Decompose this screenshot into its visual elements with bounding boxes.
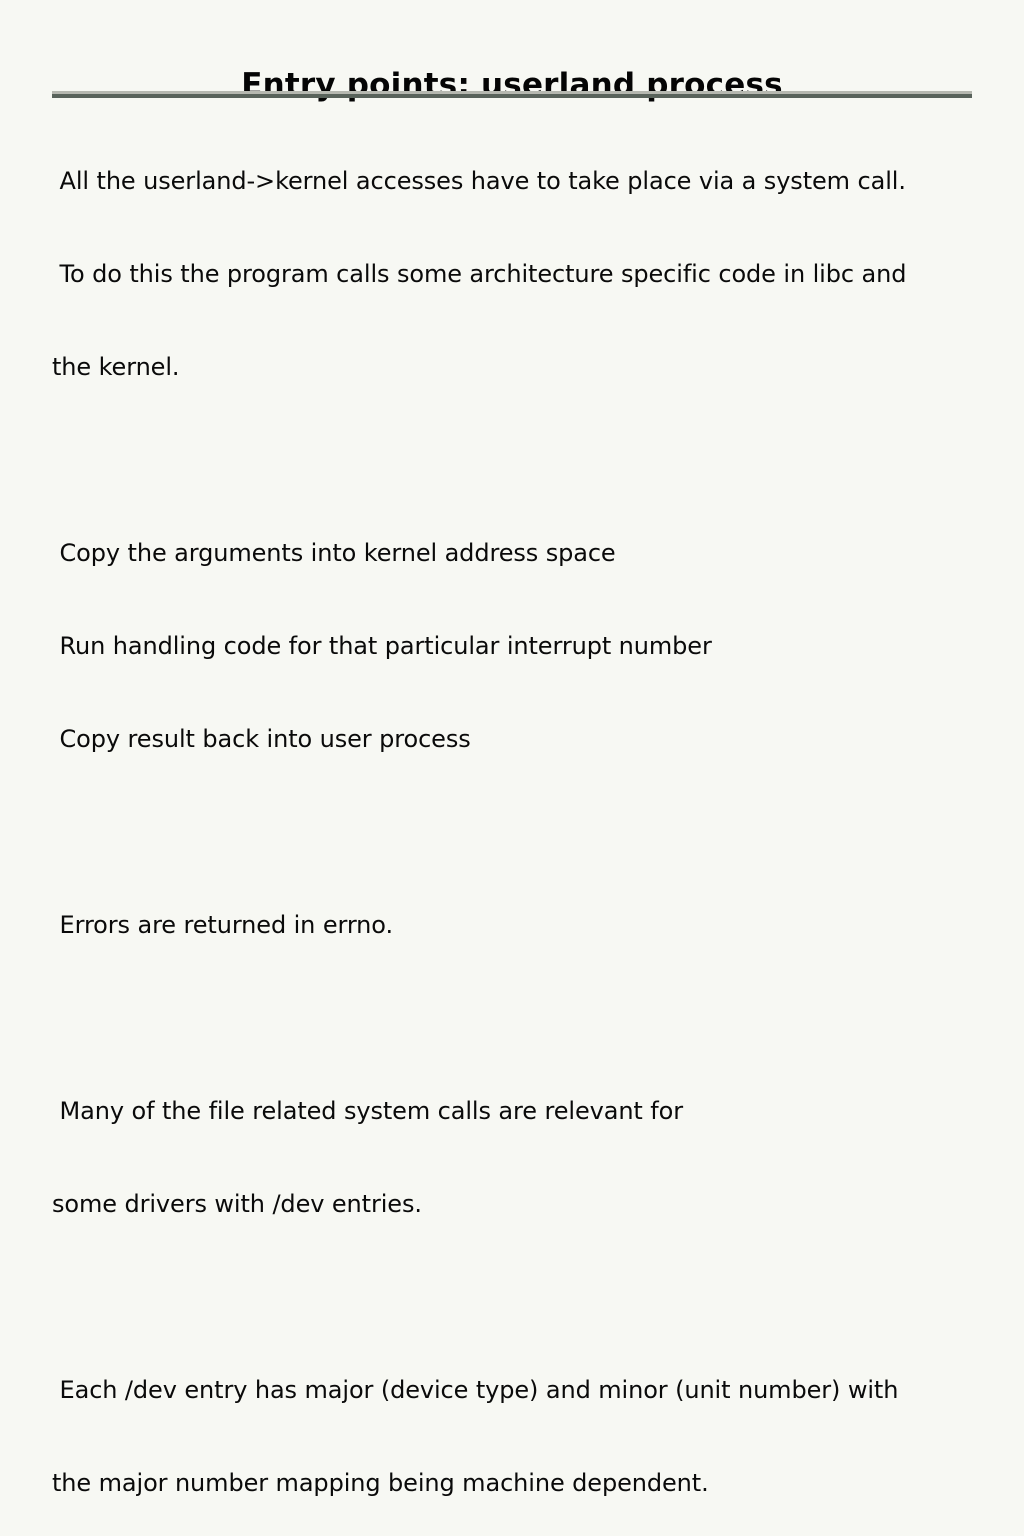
page-title: Entry points: userland process	[241, 66, 783, 103]
text-line: Errors are returned in errno.	[52, 911, 394, 939]
slide-canvas: Entry points: userland process All the u…	[52, 66, 972, 1497]
text-line: the major number mapping being machine d…	[52, 1469, 709, 1497]
paragraph-errno-note: Errors are returned in errno.	[52, 848, 1002, 1003]
text-line: All the userland->kernel accesses have t…	[52, 167, 906, 195]
text-line: Run handling code for that particular in…	[52, 632, 712, 660]
text-line: Copy result back into user process	[52, 725, 471, 753]
text-line: some drivers with /dev entries.	[52, 1190, 422, 1218]
text-line: Copy the arguments into kernel address s…	[52, 539, 616, 567]
slide-body: All the userland->kernel accesses have t…	[52, 104, 1002, 1536]
divider-shadow	[52, 94, 972, 98]
text-line: Many of the file related system calls ar…	[52, 1097, 684, 1125]
text-line: the kernel.	[52, 353, 180, 381]
divider-highlight	[52, 91, 972, 94]
paragraph-syscall-intro: All the userland->kernel accesses have t…	[52, 104, 1002, 445]
paragraph-syscall-steps: Copy the arguments into kernel address s…	[52, 476, 1002, 817]
paragraph-dev-major-minor: Each /dev entry has major (device type) …	[52, 1313, 1002, 1536]
title-divider	[52, 91, 972, 98]
text-line: Each /dev entry has major (device type) …	[52, 1376, 899, 1404]
text-line: To do this the program calls some archit…	[52, 260, 907, 288]
paragraph-file-syscalls: Many of the file related system calls ar…	[52, 1034, 1002, 1282]
